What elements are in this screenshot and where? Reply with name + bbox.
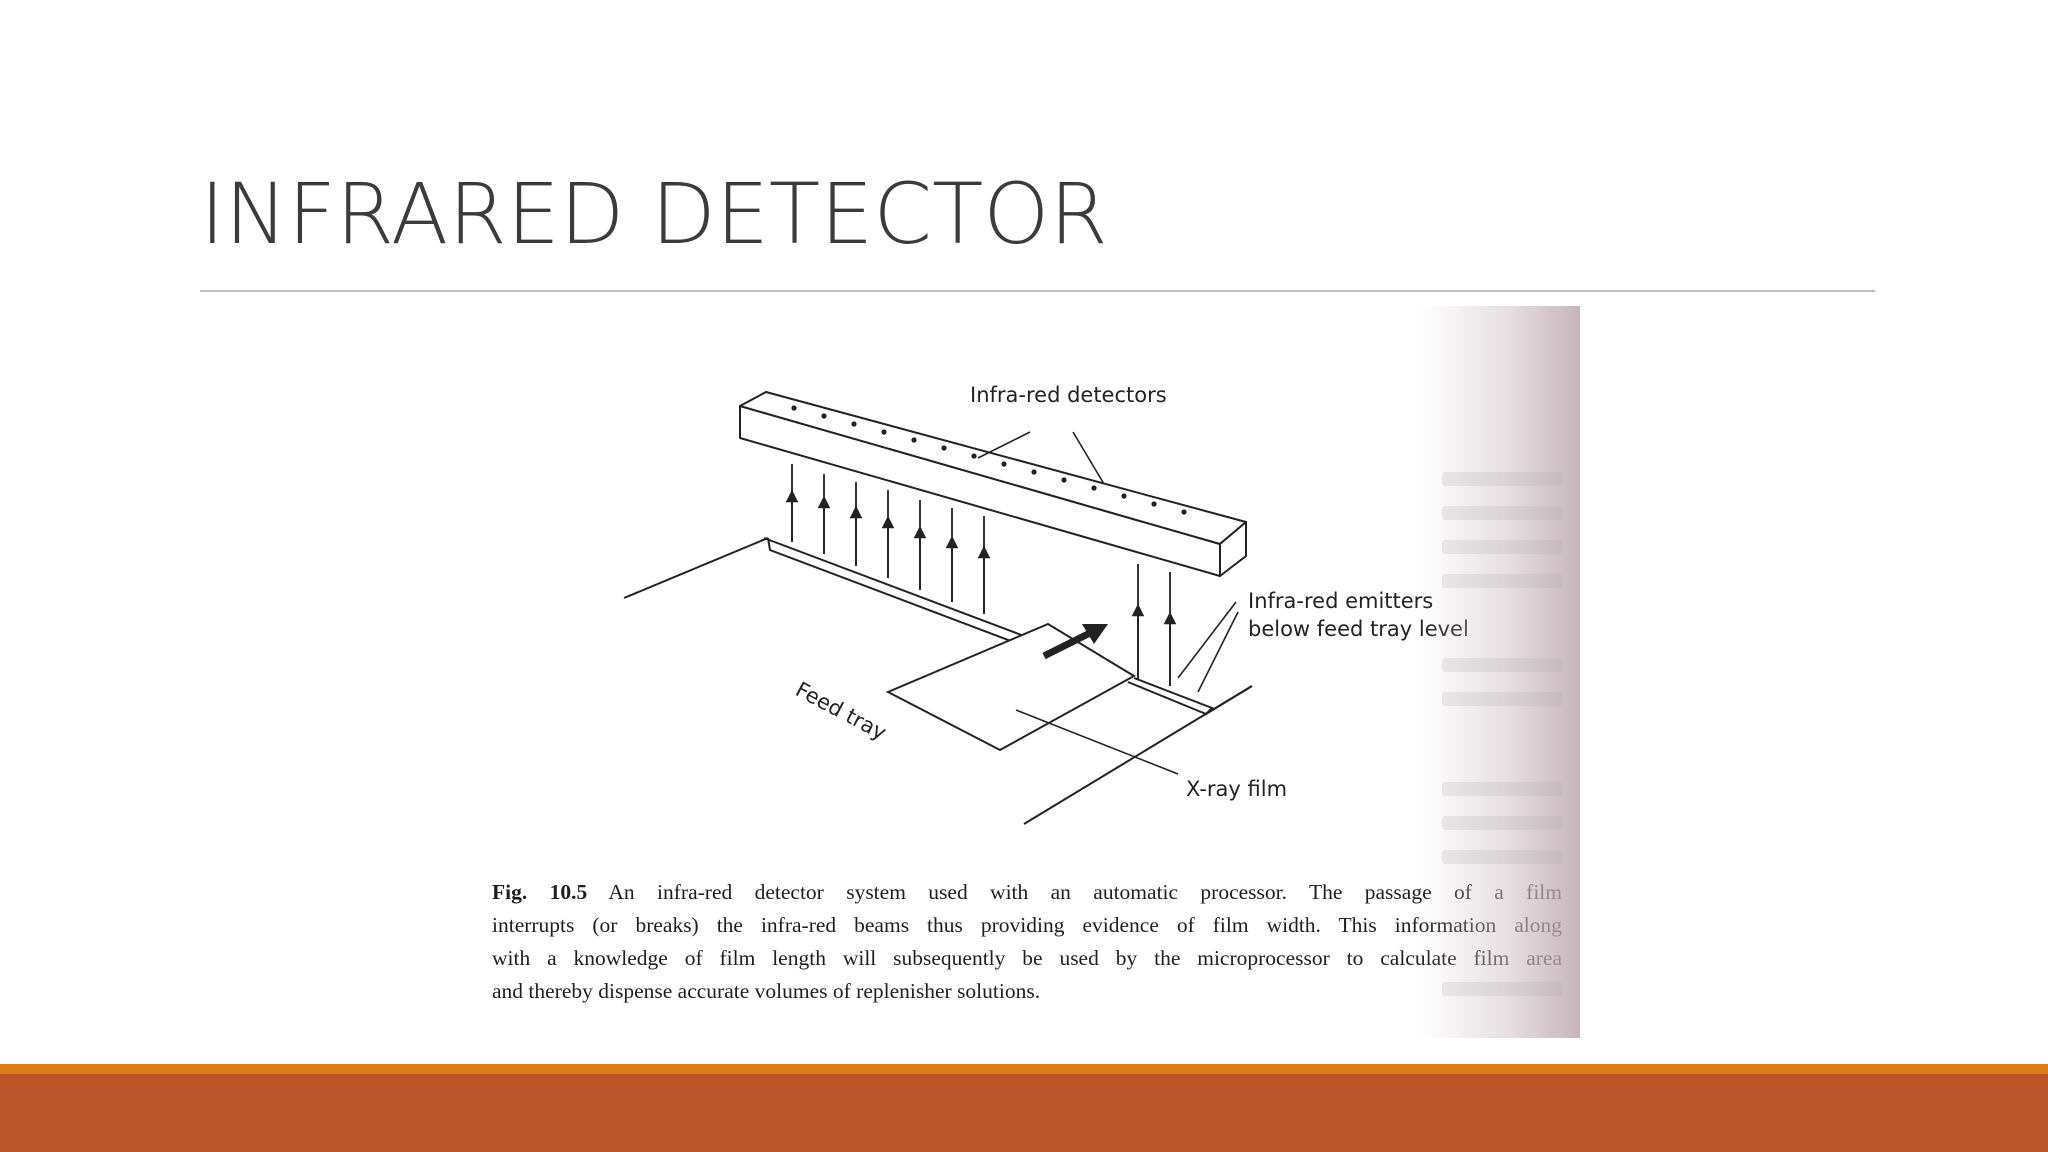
infrared-detector-diagram: Infra-red detectors Infra-red emitters b…	[623, 383, 1469, 825]
scanned-figure: Infra-red detectors Infra-red emitters b…	[478, 306, 1580, 1038]
feed-direction-arrow	[1042, 624, 1108, 660]
footer-accent-stripe	[0, 1064, 2048, 1074]
infrared-beams-right	[1137, 564, 1171, 686]
caption-line-3: with a knowledge of film length will sub…	[492, 946, 1562, 970]
label-xray-film: X-ray film	[1186, 777, 1287, 801]
caption-line-1: An infra-red detector system used with a…	[608, 880, 1562, 904]
detector-bar	[739, 391, 1247, 577]
title-divider	[200, 290, 1875, 292]
slide-title: INFRARED DETECTOR	[200, 165, 1108, 263]
label-infrared-emitters-1: Infra-red emitters	[1248, 589, 1433, 613]
scan-page-edge-shadow	[1420, 306, 1580, 1038]
caption-line-4: and thereby dispense accurate volumes of…	[492, 979, 1041, 1003]
caption-line-2: interrupts (or breaks) the infra-red bea…	[492, 913, 1562, 937]
footer-band	[0, 1074, 2048, 1152]
figure-caption: Fig. 10.5 An infra-red detector system u…	[492, 876, 1562, 1008]
xray-film-sheet	[885, 622, 1136, 752]
detector-sensors	[791, 405, 1187, 515]
label-feed-tray: Feed tray	[792, 677, 891, 745]
caption-fig-number: Fig. 10.5	[492, 880, 588, 904]
label-infrared-detectors: Infra-red detectors	[970, 383, 1167, 407]
